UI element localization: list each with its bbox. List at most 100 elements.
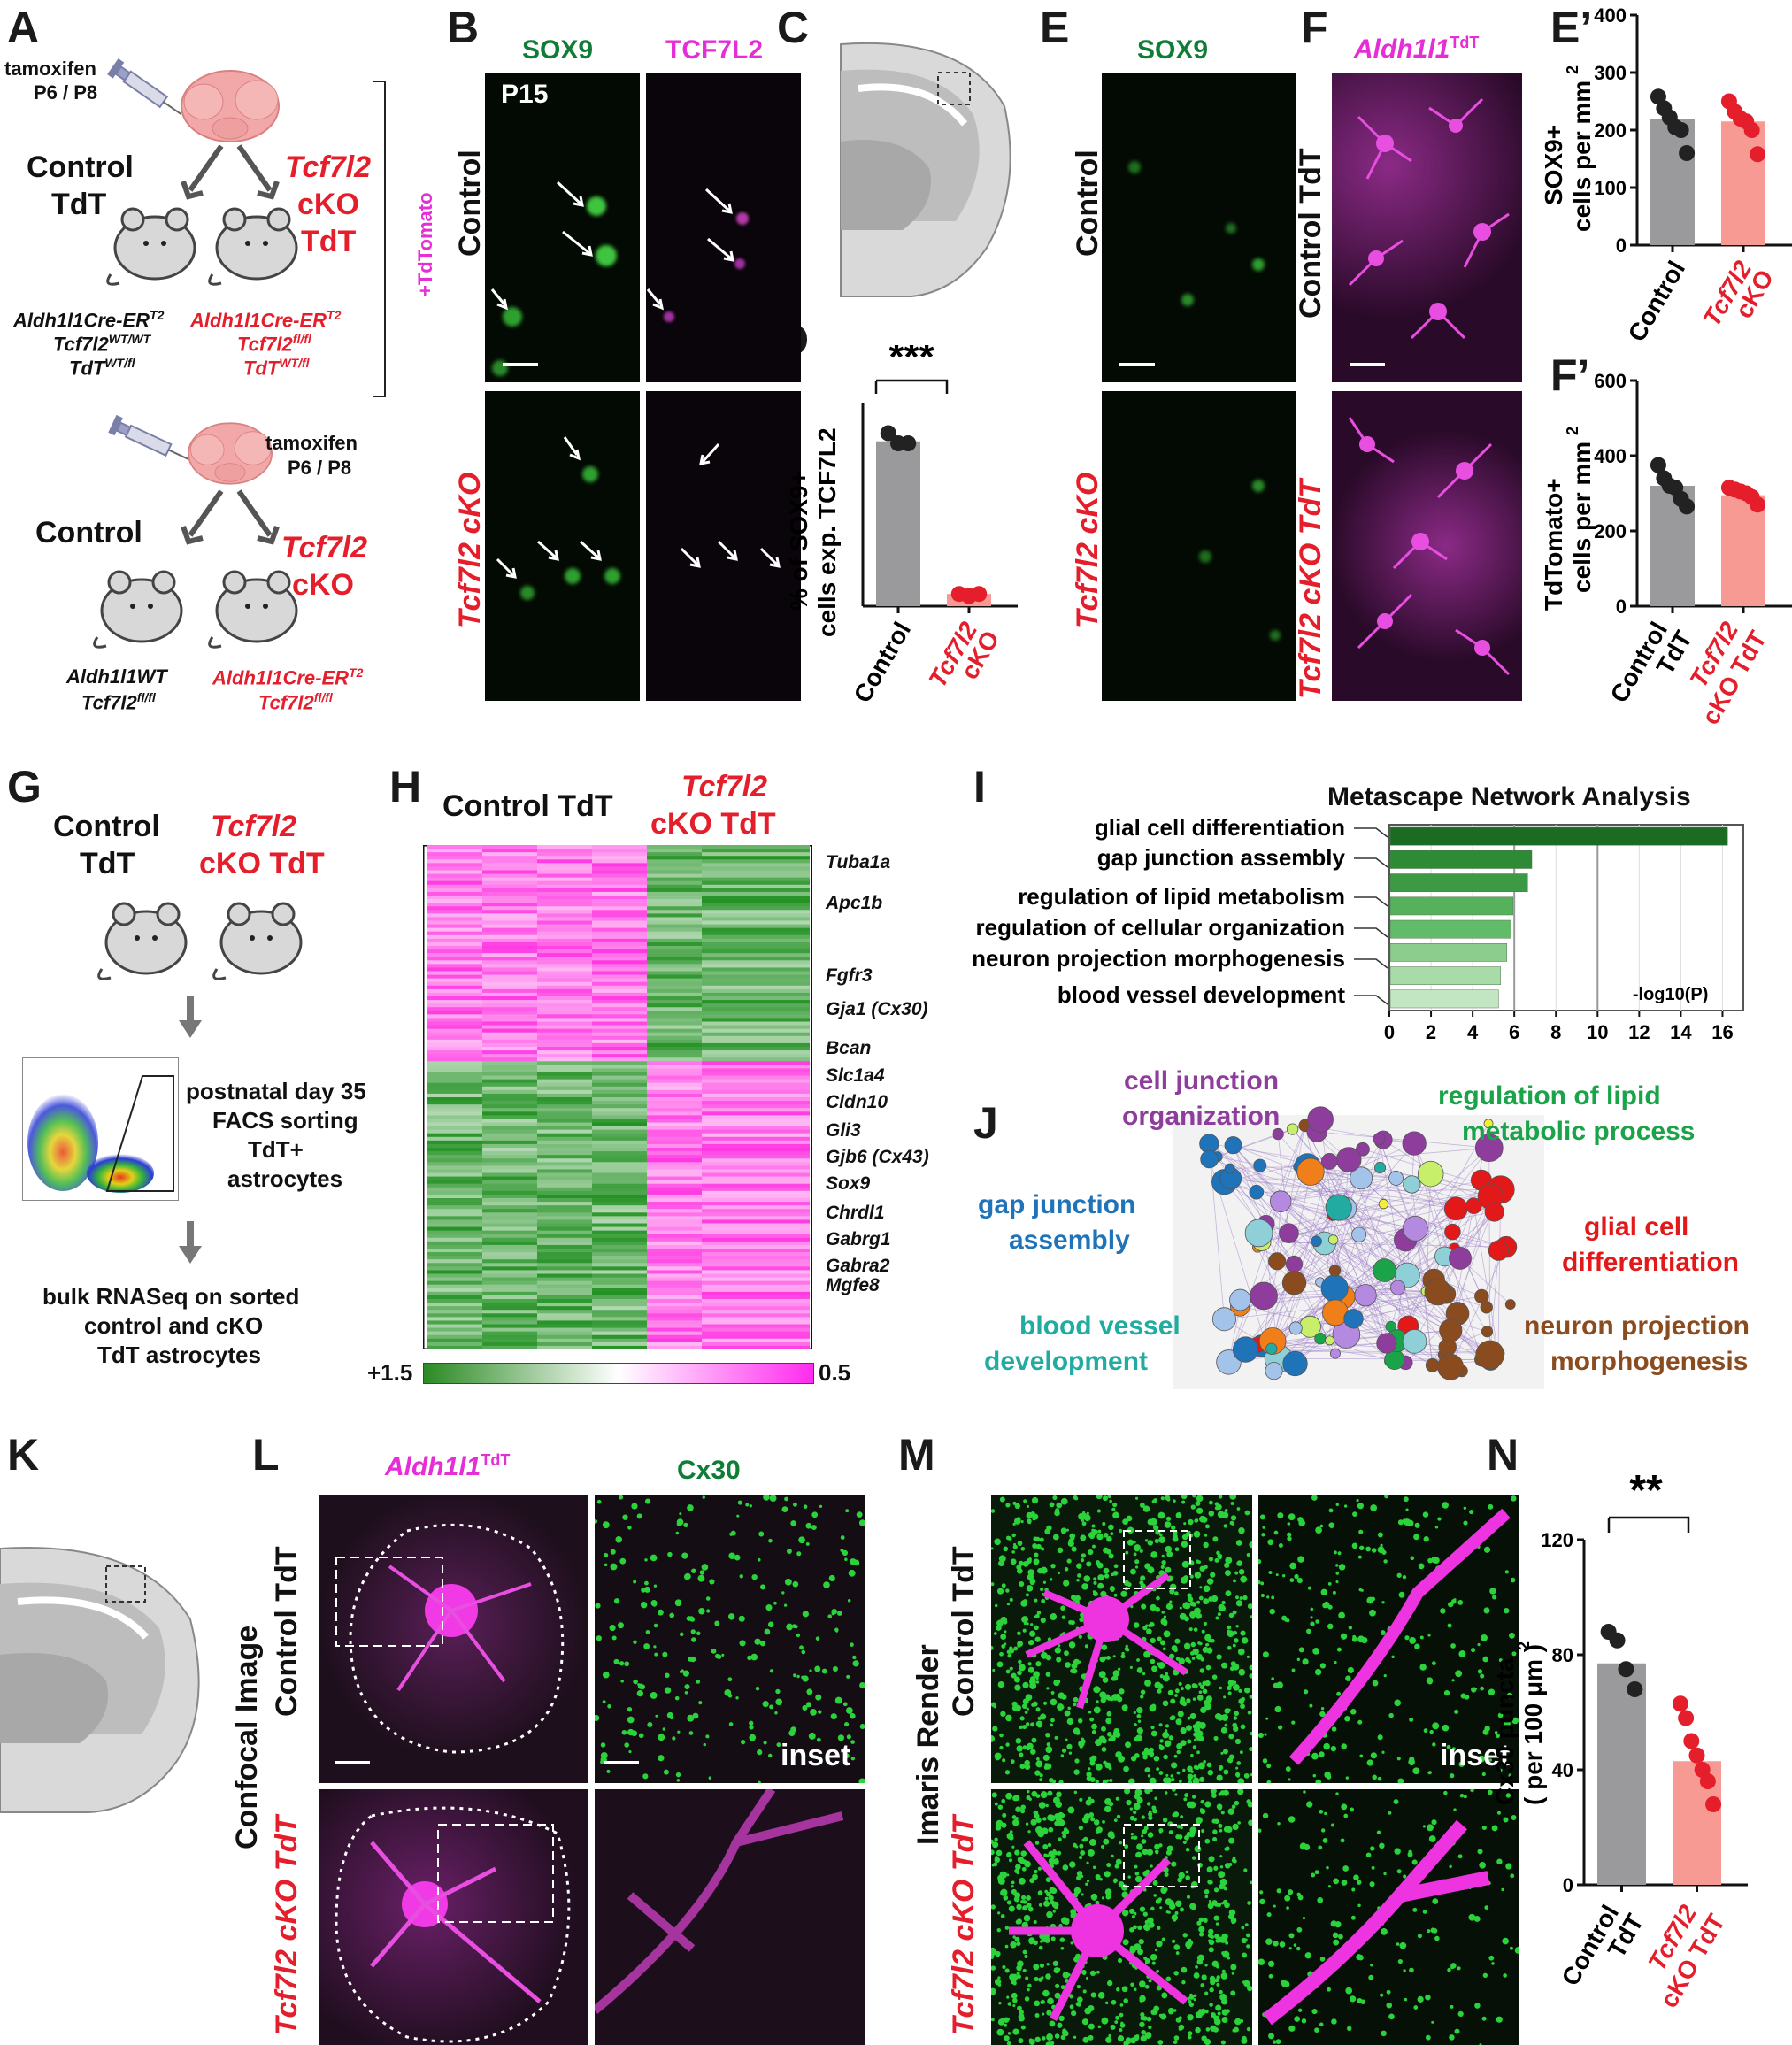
heatmap-cell xyxy=(702,1205,810,1210)
data-point xyxy=(971,586,988,603)
heatmap-cell xyxy=(592,1263,647,1267)
heatmap-cell xyxy=(592,1212,647,1217)
heatmap-cell xyxy=(537,873,592,879)
heatmap-cell xyxy=(482,924,537,929)
a-control-label: Control xyxy=(27,150,134,184)
heatmap-cell xyxy=(537,1042,592,1048)
heatmap-cell xyxy=(482,1104,537,1109)
gene-label: Gja1 (Cx30) xyxy=(826,999,928,1019)
heatmap-cell xyxy=(537,1241,592,1246)
network-node xyxy=(1354,1284,1377,1307)
heatmap-cell xyxy=(592,1065,647,1069)
heatmap-cell xyxy=(702,1061,810,1065)
heatmap-cell xyxy=(702,1216,810,1220)
network-node xyxy=(1484,1202,1504,1222)
heatmap-cell xyxy=(702,1065,810,1069)
a-geno2-cko-1: Aldh1l1Cre-ERT2 xyxy=(212,665,364,689)
heatmap-cell xyxy=(482,1317,537,1321)
facs-plot xyxy=(22,1057,179,1201)
heatmap-cell xyxy=(482,1014,537,1019)
heatmap-cell xyxy=(537,1310,592,1314)
heatmap-cell xyxy=(647,1270,702,1274)
x-tick-label: 2 xyxy=(1426,1021,1436,1043)
term-connector xyxy=(1354,958,1388,969)
network-edge xyxy=(1259,1165,1461,1259)
syringe-icon xyxy=(108,414,188,460)
heatmap-cell xyxy=(592,888,647,893)
l-image-control-inset: inset xyxy=(595,1495,865,1783)
heatmap-cell xyxy=(537,906,592,911)
heatmap-cell xyxy=(592,1136,647,1142)
heatmap-cell xyxy=(537,1299,592,1303)
data-point xyxy=(1683,1733,1700,1749)
data-point xyxy=(1699,1773,1716,1789)
b-tcf7l2-title: TCF7L2 xyxy=(665,35,764,65)
heatmap-cell xyxy=(537,960,592,965)
brain-icon xyxy=(188,422,273,485)
heatmap-cell xyxy=(647,1061,702,1065)
heatmap-cell xyxy=(647,1299,702,1303)
y-axis-label: cells per mm xyxy=(1568,442,1596,593)
heatmap-cell xyxy=(537,927,592,933)
heatmap-cell xyxy=(537,931,592,936)
a-cko-label: cKO xyxy=(297,188,359,221)
heatmap-cell xyxy=(702,1256,810,1260)
heatmap-cell xyxy=(427,910,482,914)
heatmap-cell xyxy=(702,1317,810,1321)
heatmap-cell xyxy=(647,1104,702,1109)
bar xyxy=(1389,989,1499,1009)
heatmap-cell xyxy=(702,1000,810,1004)
bracket xyxy=(373,81,386,397)
heatmap-cell xyxy=(592,1295,647,1300)
heatmap-cell xyxy=(647,1014,702,1019)
m-side-label: Imaris Render xyxy=(911,1644,945,1845)
heatmap-cell xyxy=(482,960,537,965)
g-step2: FACS sorting xyxy=(212,1107,358,1134)
heatmap-cell xyxy=(647,1280,702,1286)
y-tick-label: 0 xyxy=(1616,596,1627,618)
heatmap-cell xyxy=(537,1190,592,1195)
heatmap-cell xyxy=(482,1003,537,1008)
heatmap-cell xyxy=(537,877,592,882)
heatmap-cell xyxy=(702,1295,810,1300)
data-point xyxy=(1743,122,1760,138)
heatmap-cell xyxy=(647,992,702,997)
heatmap-cell xyxy=(537,1345,592,1349)
heatmap-cell xyxy=(482,1086,537,1091)
heatmap-cell xyxy=(592,996,647,1001)
heatmap-cell xyxy=(647,1068,702,1072)
network-node xyxy=(1388,1171,1404,1186)
heatmap-cell xyxy=(592,1291,647,1296)
heatmap-cell xyxy=(537,1216,592,1220)
heatmap-cell xyxy=(647,866,702,871)
heatmap-cell xyxy=(427,1187,482,1192)
network-edge xyxy=(1444,1256,1499,1354)
heatmap-cell xyxy=(482,978,537,983)
network-node xyxy=(1439,1318,1463,1342)
g-step6: control and cKO xyxy=(84,1312,264,1339)
heatmap-cell xyxy=(592,903,647,907)
heatmap-cell xyxy=(702,1244,810,1249)
heatmap-cell xyxy=(427,1273,482,1279)
heatmap-cell xyxy=(482,856,537,860)
heatmap-cell xyxy=(647,1011,702,1015)
heatmap-cell xyxy=(427,1249,482,1253)
heatmap-cell xyxy=(482,888,537,893)
heatmap-cell xyxy=(537,1306,592,1311)
heatmap-cell xyxy=(482,1183,537,1188)
heatmap-cell xyxy=(592,1303,647,1307)
network-node xyxy=(1350,1166,1373,1190)
heatmap-cell xyxy=(702,1183,810,1188)
heatmap-cell xyxy=(537,1025,592,1030)
heatmap-cell xyxy=(537,1172,592,1178)
heatmap-cell xyxy=(647,981,702,987)
heatmap-cell xyxy=(647,949,702,954)
heatmap-cell xyxy=(427,866,482,871)
heatmap-cell xyxy=(647,1054,702,1058)
heatmap-cell xyxy=(647,1028,702,1034)
heatmap-cell xyxy=(482,1143,537,1149)
heatmap-cell xyxy=(537,1014,592,1019)
heatmap-cell xyxy=(647,1140,702,1145)
heatmap-cell xyxy=(537,924,592,929)
heatmap-cell xyxy=(537,1165,592,1170)
